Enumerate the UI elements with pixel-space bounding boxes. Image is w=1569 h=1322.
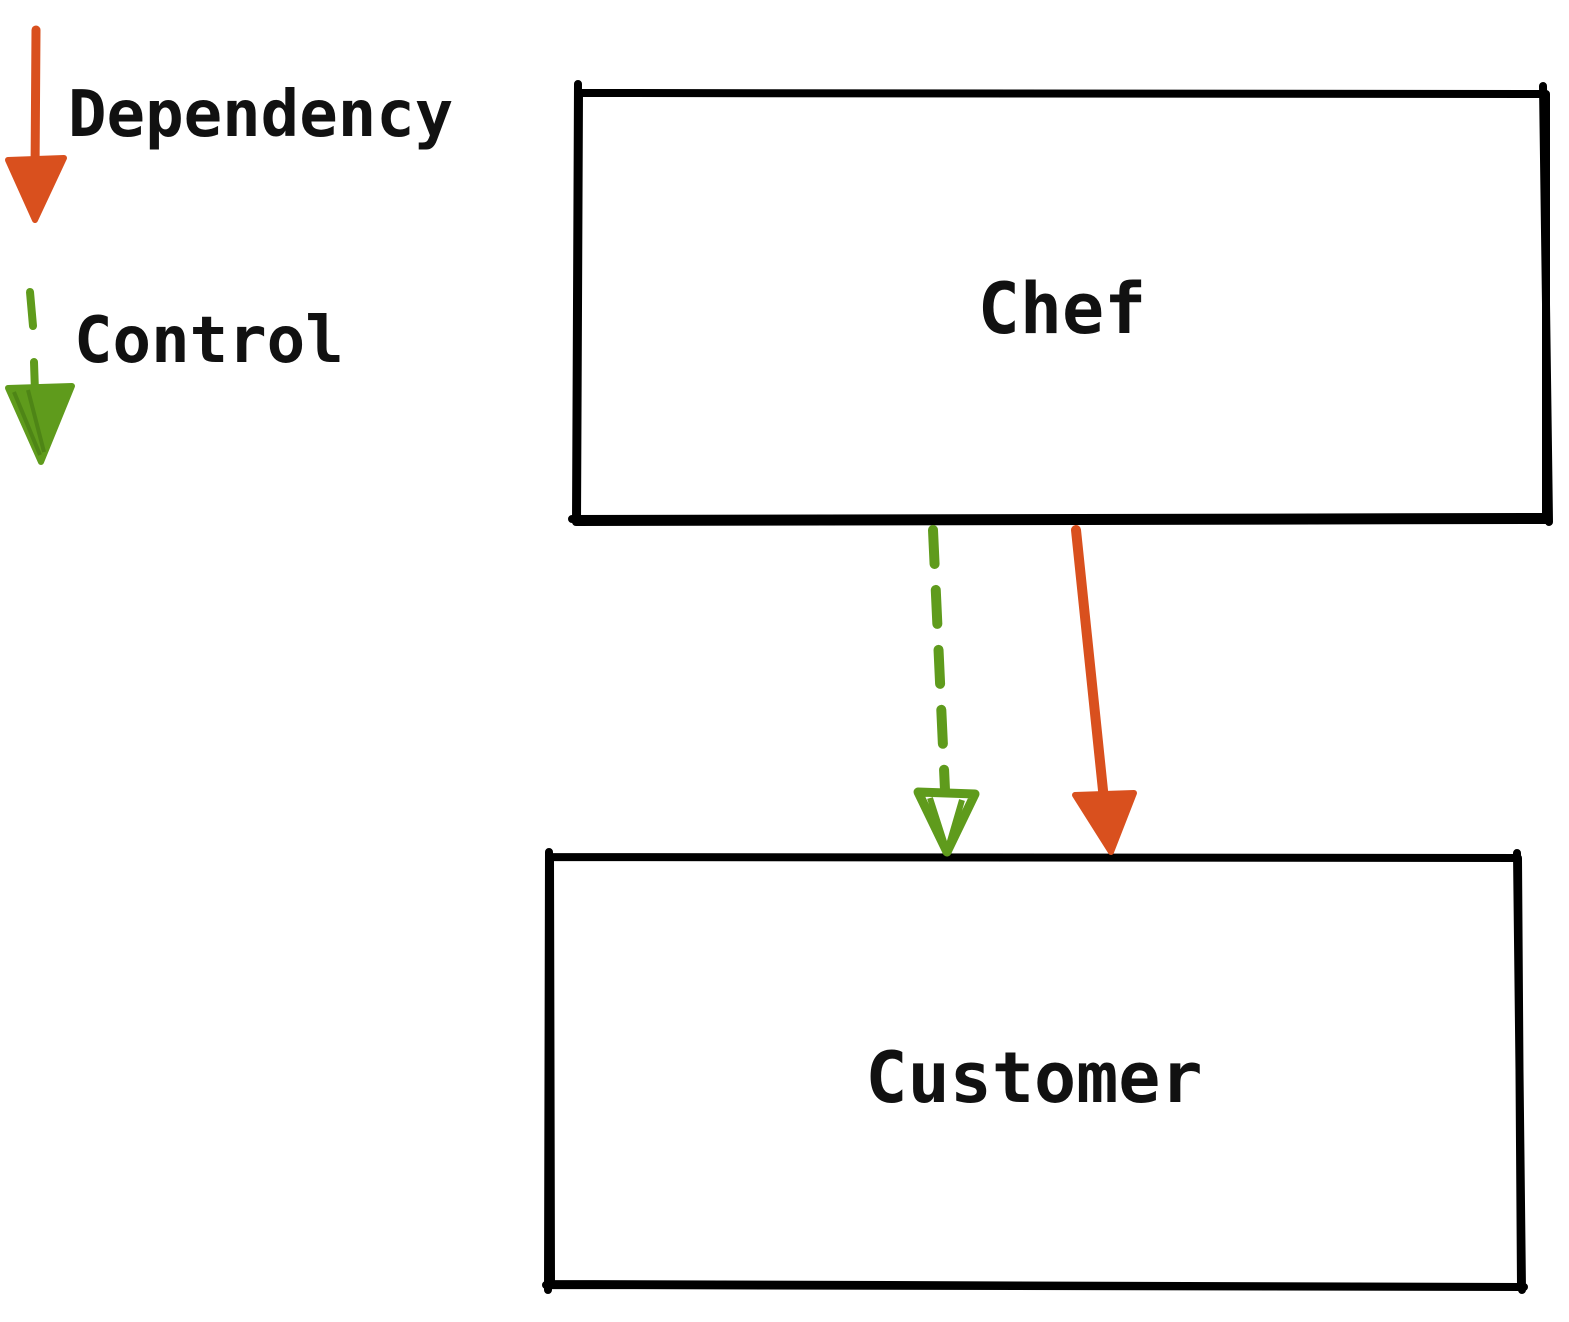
edge-control <box>913 525 980 857</box>
legend-control: Control <box>5 288 344 465</box>
node-customer-label: Customer <box>865 1037 1202 1119</box>
legend-control-label: Control <box>74 304 344 378</box>
chef-box <box>568 80 1553 526</box>
control-arrowhead <box>913 787 980 857</box>
control-arrow-icon <box>5 288 75 465</box>
dependency-arrow-icon <box>5 25 67 223</box>
node-chef: Chef <box>568 80 1553 526</box>
customer-box <box>542 848 1528 1294</box>
node-chef-label: Chef <box>978 268 1147 350</box>
legend-dependency-label: Dependency <box>68 78 453 152</box>
legend-dependency: Dependency <box>5 25 453 223</box>
edge-dependency <box>1071 525 1137 855</box>
dependency-arrowhead <box>1072 790 1137 855</box>
node-customer: Customer <box>542 848 1528 1294</box>
